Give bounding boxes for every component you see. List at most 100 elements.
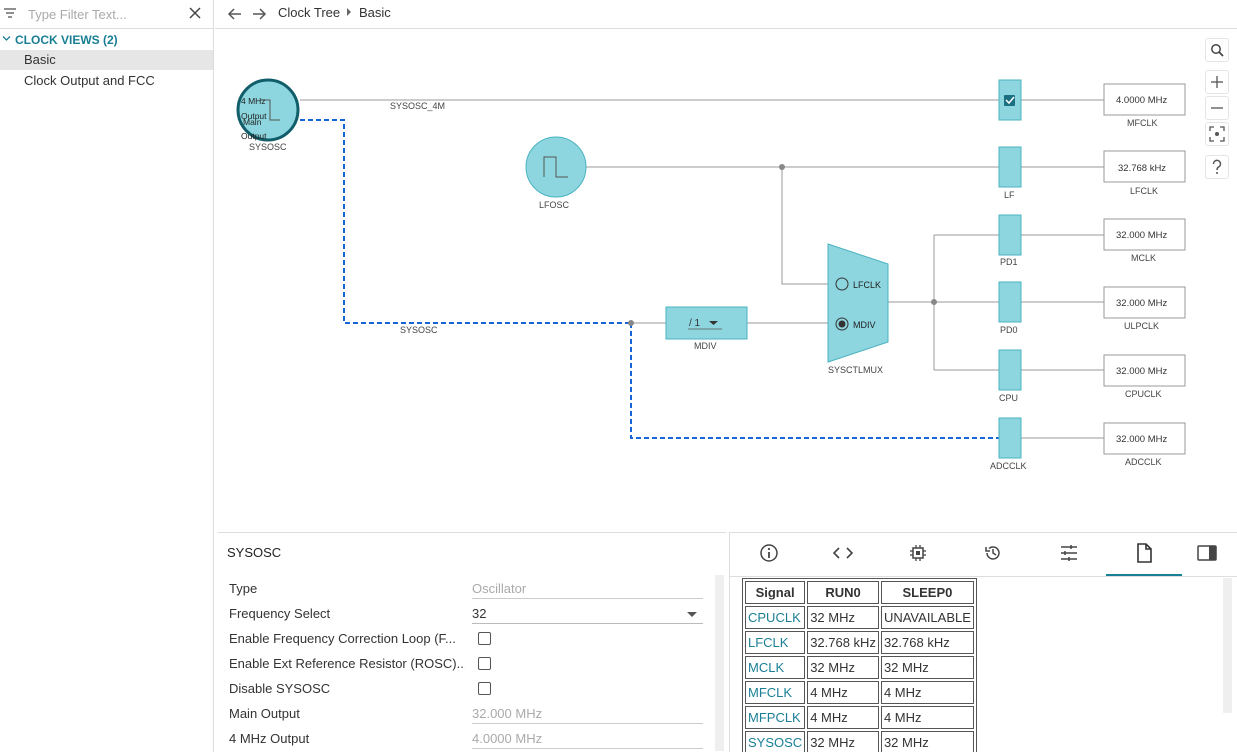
gate-enable-checkbox[interactable]	[1004, 95, 1015, 106]
tree-group-clock-views[interactable]: CLOCK VIEWS (2)	[0, 31, 214, 49]
svg-text:LFCLK: LFCLK	[853, 280, 881, 290]
lfosc-block[interactable]	[525, 136, 587, 198]
mdiv-block[interactable]: / 1	[665, 306, 748, 340]
tab-chip[interactable]	[905, 540, 931, 566]
tab-document[interactable]	[1131, 540, 1157, 566]
column-header-signal: Signal	[745, 581, 806, 604]
output-mfclk[interactable]: 4.0000 MHz MFCLK	[1103, 83, 1186, 128]
prop-row-fcl: Enable Frequency Correction Loop (F...	[229, 629, 709, 651]
help-icon	[1212, 159, 1222, 174]
svg-text:Output: Output	[241, 111, 267, 121]
prop-row-frequency-select: Frequency Select 32	[229, 604, 709, 626]
close-icon[interactable]	[187, 5, 203, 21]
zoom-out-button[interactable]	[1205, 96, 1229, 120]
gate-label-pd1: PD1	[1000, 257, 1018, 267]
mux-radio-mdiv[interactable]	[835, 317, 849, 331]
gate-cpu[interactable]	[998, 349, 1022, 391]
mux-radio-lfclk[interactable]	[835, 277, 849, 291]
prop-row-rosc: Enable Ext Reference Resistor (ROSC)...	[229, 654, 709, 676]
search-button[interactable]	[1205, 38, 1229, 62]
highlighted-path	[300, 119, 999, 439]
sysctlmux-block[interactable]: LFCLK MDIV	[827, 243, 889, 363]
svg-text:32.000 MHz: 32.000 MHz	[1116, 298, 1167, 309]
table-row: SYSOSC 32 MHz 32 MHz	[745, 731, 974, 752]
gate-lf[interactable]	[998, 146, 1022, 188]
signal-link[interactable]: SYSOSC	[745, 731, 806, 752]
sysosc-block[interactable]: 4 MHz Output Main Output	[236, 78, 300, 142]
active-tab-indicator	[1106, 574, 1182, 576]
table-header-row: Signal RUN0 SLEEP0	[745, 581, 974, 604]
help-button[interactable]	[1205, 155, 1229, 179]
table-row: LFCLK 32.768 kHz 32.768 kHz	[745, 631, 974, 654]
gate-pd0[interactable]	[998, 281, 1022, 323]
tab-settings[interactable]	[1056, 540, 1082, 566]
tree-group-label: CLOCK VIEWS (2)	[15, 33, 118, 47]
signal-link[interactable]: CPUCLK	[745, 606, 806, 629]
signal-link[interactable]: LFCLK	[745, 631, 806, 654]
document-icon	[1137, 543, 1152, 563]
svg-text:MDIV: MDIV	[853, 320, 876, 330]
sysosc-label: SYSOSC	[249, 142, 287, 152]
gate-pd1[interactable]	[998, 214, 1022, 256]
table-row: CPUCLK 32 MHz UNAVAILABLE	[745, 606, 974, 629]
breadcrumb-clock-tree[interactable]: Clock Tree	[278, 5, 341, 20]
disable-sysosc-checkbox[interactable]	[478, 682, 491, 695]
gate-label-cpu: CPU	[999, 393, 1018, 403]
svg-text:LFCLK: LFCLK	[1130, 186, 1158, 196]
details-panel: Signal RUN0 SLEEP0 CPUCLK 32 MHz UNAVAIL…	[729, 532, 1237, 752]
breadcrumb-separator-icon	[347, 8, 351, 16]
gate-adcclk[interactable]	[998, 417, 1022, 459]
tab-info[interactable]	[756, 540, 782, 566]
zoom-in-button[interactable]	[1205, 70, 1229, 94]
filter-icon[interactable]	[3, 6, 17, 20]
tab-history[interactable]	[980, 540, 1006, 566]
wire-label-sysosc: SYSOSC	[400, 325, 438, 335]
toggle-panel-button[interactable]	[1194, 540, 1220, 566]
signal-link[interactable]: MCLK	[745, 656, 806, 679]
frequency-select[interactable]: 32	[472, 606, 703, 624]
gate-mfclk[interactable]	[998, 79, 1022, 121]
output-ulpclk[interactable]: 32.000 MHz ULPCLK	[1103, 286, 1186, 331]
fit-view-button[interactable]	[1205, 122, 1229, 146]
properties-scrollbar[interactable]	[715, 575, 724, 751]
wire-label-sysosc-4m: SYSOSC_4M	[390, 101, 445, 111]
breadcrumb-bar: Clock Tree Basic	[215, 0, 1237, 29]
settings-sliders-icon	[1061, 545, 1077, 561]
gate-label-lf: LF	[1004, 190, 1015, 200]
svg-text:32.000 MHz: 32.000 MHz	[1116, 366, 1167, 377]
4mhz-output-value: 4.0000 MHz	[472, 731, 703, 749]
tab-code[interactable]	[830, 540, 856, 566]
signal-table: Signal RUN0 SLEEP0 CPUCLK 32 MHz UNAVAIL…	[742, 578, 977, 752]
gate-label-pd0: PD0	[1000, 325, 1018, 335]
signal-link[interactable]: MFCLK	[745, 681, 806, 704]
fit-view-icon	[1209, 126, 1225, 142]
table-row: MFPCLK 4 MHz 4 MHz	[745, 706, 974, 729]
back-arrow-icon[interactable]	[226, 5, 244, 23]
history-icon	[985, 546, 1000, 560]
tree-item-clock-output-fcc[interactable]: Clock Output and FCC	[24, 73, 155, 88]
output-cpuclk[interactable]: 32.000 MHz CPUCLK	[1103, 354, 1186, 399]
tree-item-basic[interactable]: Basic	[0, 50, 213, 70]
output-lfclk[interactable]: 32.768 kHz LFCLK	[1103, 150, 1186, 196]
rosc-checkbox[interactable]	[478, 657, 491, 670]
sysctlmux-label: SYSCTLMUX	[828, 365, 883, 375]
svg-text:Output: Output	[241, 131, 267, 141]
column-header-run0: RUN0	[807, 581, 879, 604]
properties-panel: SYSOSC Type Oscillator Frequency Select …	[218, 532, 726, 752]
details-scrollbar[interactable]	[1223, 578, 1232, 713]
forward-arrow-icon[interactable]	[250, 5, 268, 23]
prop-row-disable-sysosc: Disable SYSOSC	[229, 679, 709, 701]
fcl-checkbox[interactable]	[478, 632, 491, 645]
output-adcclk[interactable]: 32.000 MHz ADCCLK	[1103, 422, 1186, 467]
filter-input[interactable]	[28, 4, 178, 24]
signal-link[interactable]: MFPCLK	[745, 706, 806, 729]
mdiv-dropdown-icon[interactable]	[709, 321, 718, 325]
chevron-down-icon[interactable]	[2, 34, 11, 43]
mdiv-value[interactable]: / 1	[689, 318, 701, 329]
sidebar-panel-icon	[1197, 545, 1217, 561]
output-mclk[interactable]: 32.000 MHz MCLK	[1103, 218, 1186, 263]
tab-bar-divider	[730, 576, 1237, 577]
code-icon	[832, 547, 854, 559]
svg-text:4.0000 MHz: 4.0000 MHz	[1116, 95, 1167, 106]
svg-text:32.000 MHz: 32.000 MHz	[1116, 230, 1167, 241]
